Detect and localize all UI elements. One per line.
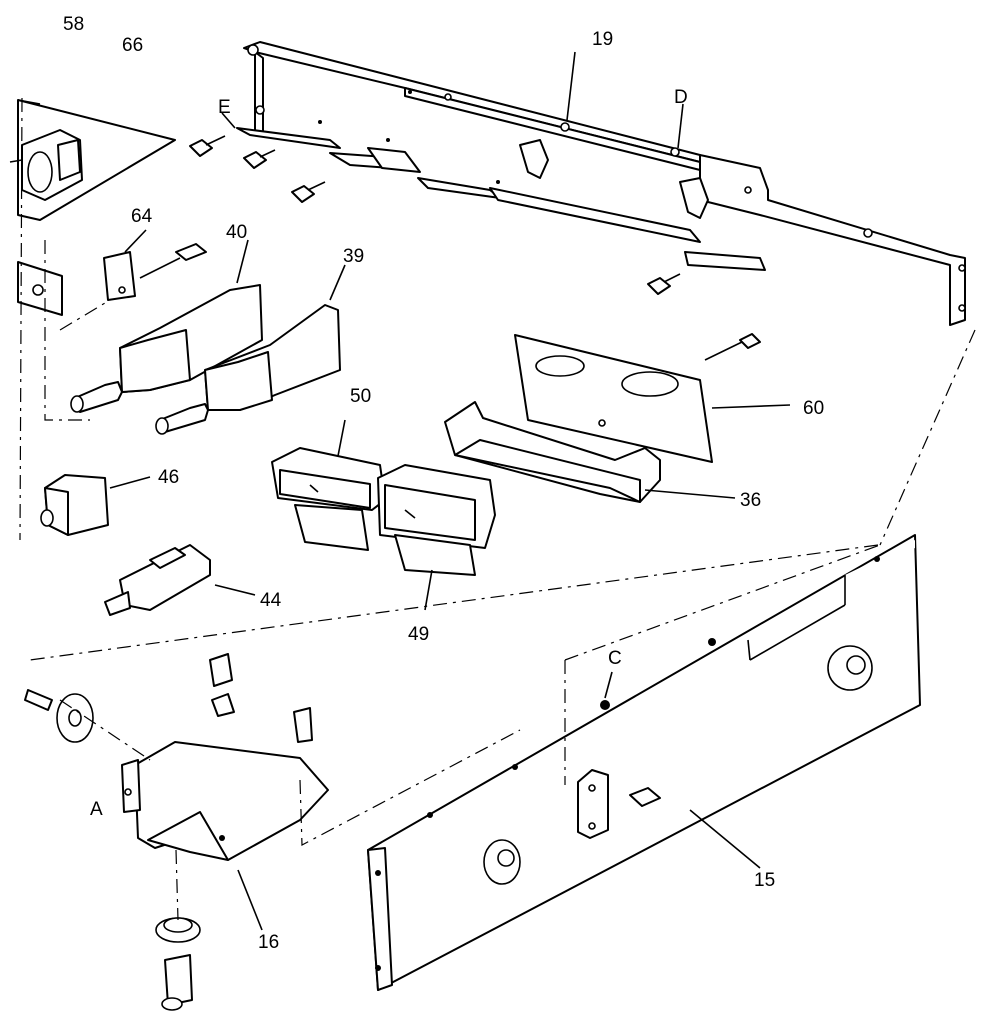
part-15-panel — [367, 534, 921, 991]
label-E: E — [218, 97, 231, 118]
label-39: 39 — [343, 246, 364, 267]
part-36-tray — [444, 401, 736, 503]
label-66: 66 — [122, 35, 143, 56]
label-16: 16 — [258, 932, 279, 953]
part-19-bracket — [236, 41, 966, 326]
part-60-panel — [514, 333, 791, 463]
label-49: 49 — [408, 624, 429, 645]
part-64-plate — [17, 229, 207, 316]
part-46-knob — [40, 474, 151, 536]
label-60: 60 — [803, 398, 824, 419]
part-44-pushswitch — [104, 544, 256, 616]
label-36: 36 — [740, 490, 761, 511]
label-40: 40 — [226, 222, 247, 243]
label-50: 50 — [350, 386, 371, 407]
label-46: 46 — [158, 467, 179, 488]
part-50-meter — [271, 419, 386, 551]
label-A: A — [90, 799, 103, 820]
part-39-switch — [155, 264, 346, 435]
part-40-switch — [70, 239, 263, 413]
label-15: 15 — [754, 870, 775, 891]
label-44: 44 — [260, 590, 282, 611]
part-16-bracket — [24, 653, 329, 931]
part-49-meter — [377, 464, 496, 611]
label-19: 19 — [592, 29, 613, 50]
part-66-connector — [9, 129, 83, 201]
label-64: 64 — [131, 206, 153, 227]
label-D: D — [674, 87, 688, 108]
label-C: C — [608, 648, 622, 669]
callout-labels: 58 66 E 19 D 64 40 39 50 60 46 36 44 49 … — [63, 14, 824, 953]
assembly-lines — [19, 97, 976, 921]
bottom-pulley — [155, 917, 201, 1011]
screws-top — [189, 112, 681, 295]
label-58: 58 — [63, 14, 84, 35]
